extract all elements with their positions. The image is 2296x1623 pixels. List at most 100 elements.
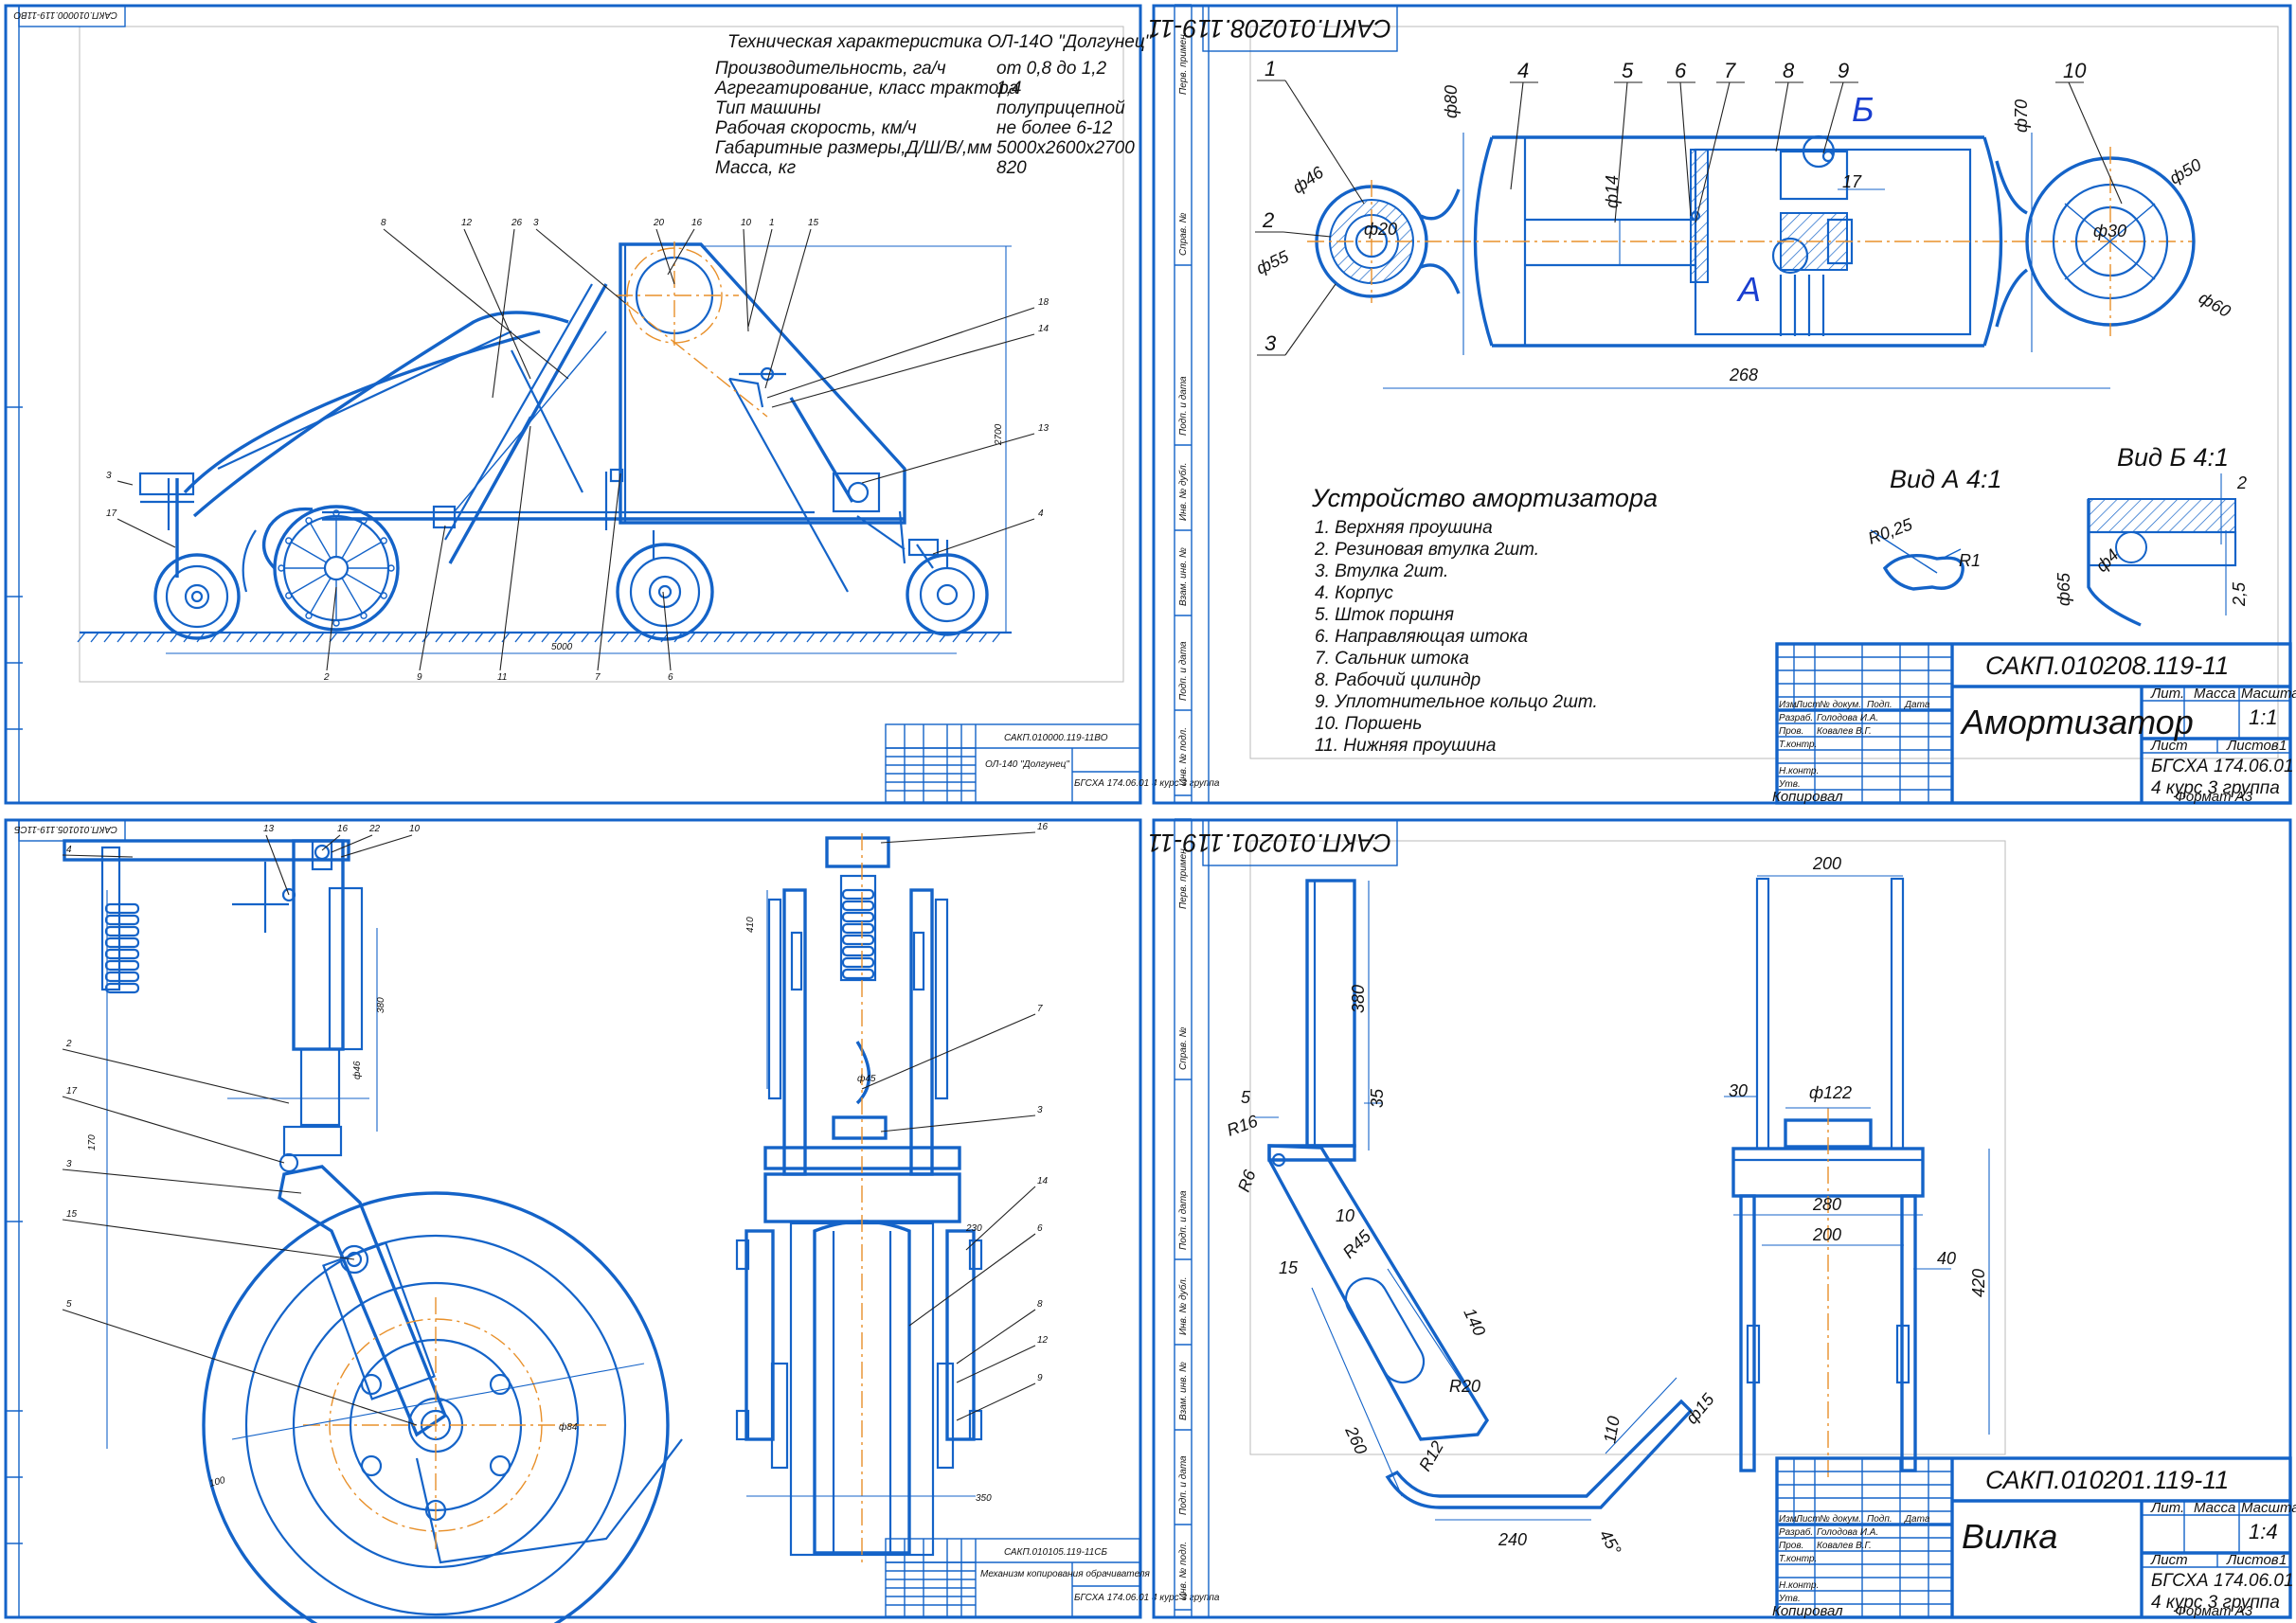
side-label: Подп. и дата <box>1178 1455 1189 1515</box>
side-label: Перв. примен. <box>1178 32 1189 95</box>
title-block-code: САКП.010201.119-11 <box>1985 1466 2229 1494</box>
title-block-org: БГСХА 174.06.01 4 курс 3 группа <box>1074 778 1220 789</box>
person-role: Утв. <box>1778 779 1801 790</box>
callout-number: 3 <box>533 218 539 228</box>
callout-number: 17 <box>106 508 117 519</box>
callout-number: 16 <box>1037 822 1049 832</box>
dim-d20: ф20 <box>1364 220 1397 239</box>
callout-number: 5 <box>1622 59 1634 82</box>
dim-17: 17 <box>1842 172 1862 191</box>
dim-label: 380 <box>376 997 386 1013</box>
callout-number: 6 <box>1675 59 1687 82</box>
device-item: 3. Втулка 2шт. <box>1315 562 1448 581</box>
callout-number: 3 <box>1265 331 1277 355</box>
dim-label: 410 <box>745 917 756 933</box>
title-block-code: САКП.010000.119-11ВО <box>1004 733 1108 743</box>
org-line-2: 4 курс 3 группа <box>2151 778 2280 798</box>
side-strip <box>6 1221 23 1544</box>
col-mass: Масса <box>2194 686 2235 702</box>
stamp-code: САКП.010201.119-11 <box>1148 829 1391 857</box>
role-header: Изм. <box>1779 700 1799 710</box>
ground-hatch <box>77 632 1001 643</box>
callout-number: 10 <box>409 824 421 834</box>
dim-length: 5000 <box>551 642 573 652</box>
dim-d65: ф65 <box>2054 572 2073 606</box>
rear-wheel <box>138 472 241 640</box>
dim-d46: ф46 <box>1289 162 1328 197</box>
title-name-shock: Амортизатор <box>1960 703 2194 741</box>
dim-15: 15 <box>1279 1258 1299 1277</box>
dim-d60: ф60 <box>2196 288 2233 321</box>
view-b: 2 ф65 ф4 2,5 <box>2054 473 2249 627</box>
fork-front-dims: 200 30 ф122 280 200 40 420 <box>1729 854 1988 1297</box>
spec-value: 820 <box>996 158 1027 178</box>
side-label: Взам. инв. № <box>1178 1362 1189 1420</box>
person-role: Т.контр. <box>1779 1554 1817 1564</box>
dim-5: 5 <box>1241 1088 1251 1107</box>
sheet-label: Лист <box>2150 738 2188 754</box>
title-block-code: САКП.010208.119-11 <box>1985 651 2229 680</box>
dim-label: 230 <box>965 1223 982 1234</box>
turning-rotor <box>242 505 400 632</box>
side-label: Инв. № дубл. <box>1177 1277 1189 1336</box>
person-role: Разраб. <box>1779 712 1813 723</box>
spec-value: 1,4 <box>996 79 1021 98</box>
title-block-sheet1: САКП.010000.119-11ВО ОЛ-140 "Долгунец" Б… <box>885 723 1220 803</box>
callouts-left: 317 <box>106 471 176 548</box>
section-b-label: Б <box>1852 90 1874 129</box>
dim-label: ф45 <box>857 1073 876 1084</box>
callout-number: 22 <box>368 824 381 834</box>
device-title: Устройство амортизатора <box>1311 484 1658 512</box>
callout-number: 7 <box>595 672 601 683</box>
dim-10: 10 <box>1336 1206 1354 1225</box>
callout-number: 9 <box>1037 1373 1043 1383</box>
side-label: Подп. и дата <box>1178 641 1189 701</box>
dim-240: 240 <box>1498 1530 1527 1549</box>
section-a-label: А <box>1736 270 1761 309</box>
spec-value: не более 6-12 <box>996 118 1113 138</box>
role-header: Дата <box>1904 700 1930 710</box>
spec-label: Агрегатирование, класс трактора <box>714 79 1018 98</box>
sheet-3-copying-mechanism: САКП.010105.119-11СБ <box>4 818 1220 1623</box>
role-header: Лист <box>1795 1514 1821 1525</box>
callout-number: 2 <box>323 672 330 683</box>
dim-200: 200 <box>1812 1225 1841 1244</box>
callout-number: 3 <box>66 1159 72 1169</box>
machine-frame <box>183 241 906 593</box>
col-lit: Лит. <box>2150 686 2184 702</box>
person-name: Ковалев В.Г. <box>1817 726 1872 737</box>
side-labels: Перв. примен. Справ. № Подп. и дата Инв. № … <box>1175 4 1192 796</box>
side-label: Инв. № дубл. <box>1177 463 1189 522</box>
person-role: Т.контр. <box>1779 740 1817 750</box>
side-label: Подп. и дата <box>1178 1190 1189 1250</box>
device-item: 7. Сальник штока <box>1315 649 1469 669</box>
side-label: Справ. № <box>1178 212 1189 256</box>
stamp-box: САКП.010208.119-11 <box>1148 5 1398 52</box>
dim-420: 420 <box>1969 1269 1988 1297</box>
spec-label: Рабочая скорость, км/ч <box>715 118 917 138</box>
callout-number: 2 <box>65 1039 72 1049</box>
spec-value: полуприцепной <box>996 98 1125 118</box>
dim-d80: ф80 <box>1442 85 1461 118</box>
callout-number: 16 <box>337 824 349 834</box>
spec-label: Производительность, га/ч <box>715 59 946 79</box>
callout-number: 11 <box>497 672 507 683</box>
dim-260: 260 <box>1341 1422 1371 1457</box>
person-name: Голодова И.А. <box>1817 713 1878 723</box>
spec-label: Тип машины <box>715 98 821 118</box>
title-name-fork: Вилка <box>1962 1517 2057 1556</box>
col-mass: Масса <box>2194 1500 2235 1516</box>
callout-number: 1 <box>1265 57 1276 80</box>
person-name: Голодова И.А. <box>1817 1527 1878 1538</box>
callout-number: 20 <box>653 218 665 228</box>
front-wheel <box>616 543 714 641</box>
footer-format: Формат А3 <box>2175 789 2253 805</box>
role-header: Подп. <box>1867 1514 1892 1525</box>
device-item: 5. Шток поршня <box>1315 605 1454 625</box>
callout-number: 4 <box>1038 508 1044 519</box>
